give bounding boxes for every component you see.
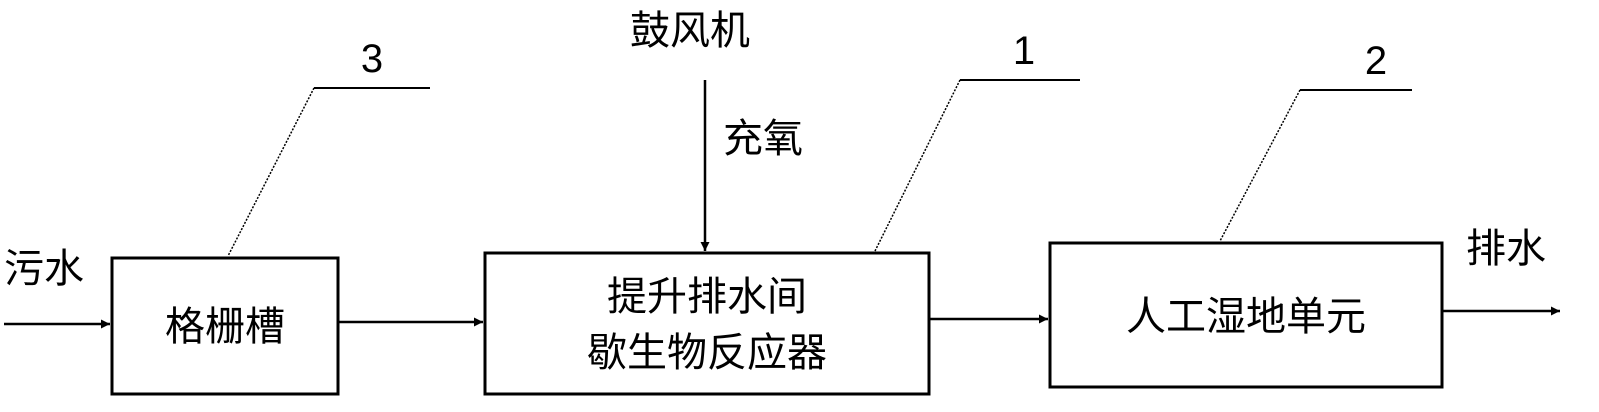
inflow-label: 污水 — [4, 246, 84, 292]
callout-number-3: 3 — [361, 37, 383, 81]
blower-label: 鼓风机 — [630, 8, 750, 54]
outflow-label: 排水 — [1466, 226, 1546, 272]
callout-wetland: 2 — [1219, 39, 1412, 242]
callout-grille-tank: 3 — [227, 37, 430, 257]
reactor-box: 提升排水间 歇生物反应器 — [483, 251, 931, 396]
oxygen-label: 充氧 — [723, 116, 803, 162]
callout-number-1: 1 — [1013, 29, 1035, 73]
grille-tank-label: 格栅槽 — [165, 304, 285, 350]
wetland-box: 人工湿地单元 — [1048, 241, 1444, 389]
reactor-label-line1: 提升排水间 — [607, 274, 807, 320]
reactor-label-line2: 歇生物反应器 — [587, 330, 827, 376]
grille-tank-box: 格栅槽 — [110, 256, 340, 396]
callout-reactor: 1 — [874, 29, 1080, 252]
callout-number-2: 2 — [1365, 39, 1387, 83]
wetland-label: 人工湿地单元 — [1126, 294, 1366, 340]
